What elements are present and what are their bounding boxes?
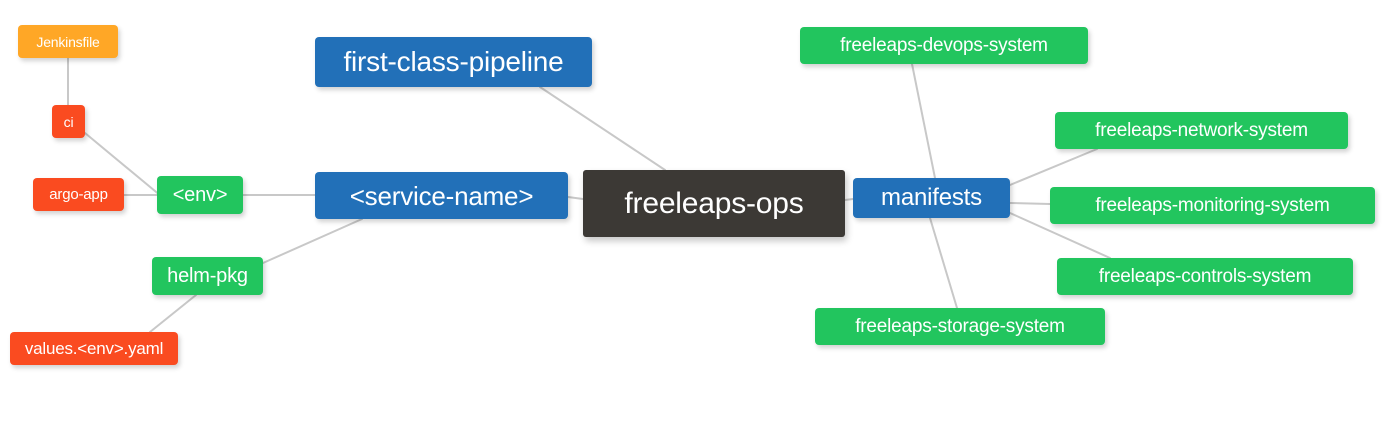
node-manifests[interactable]: manifests <box>853 178 1010 218</box>
node-argo-app[interactable]: argo-app <box>33 178 124 211</box>
node-env[interactable]: <env> <box>157 176 243 214</box>
edge-manifests-to-devops-system <box>911 63 936 179</box>
node-label-helm-pkg: helm-pkg <box>167 265 248 287</box>
node-label-storage-system: freeleaps-storage-system <box>855 316 1065 337</box>
node-label-jenkinsfile: Jenkinsfile <box>36 33 100 50</box>
node-network-system[interactable]: freeleaps-network-system <box>1055 112 1348 149</box>
node-first-class-pipeline[interactable]: first-class-pipeline <box>315 37 592 87</box>
node-label-service-name: <service-name> <box>349 180 534 211</box>
node-storage-system[interactable]: freeleaps-storage-system <box>815 308 1105 345</box>
edge-manifests-to-network-system <box>1009 148 1098 186</box>
node-devops-system[interactable]: freeleaps-devops-system <box>800 27 1088 64</box>
node-label-env: <env> <box>172 184 228 206</box>
node-jenkinsfile[interactable]: Jenkinsfile <box>18 25 118 58</box>
edge-manifests-to-monitoring-system <box>1009 202 1051 205</box>
edge-values-yaml-to-helm-pkg <box>149 294 197 333</box>
node-label-freeleaps-ops: freeleaps-ops <box>624 186 804 220</box>
edge-helm-pkg-to-service-name <box>262 218 363 264</box>
node-label-values-yaml: values.<env>.yaml <box>24 339 164 358</box>
edge-service-name-to-freeleaps-ops <box>567 196 584 200</box>
node-label-ci: ci <box>63 113 74 130</box>
node-label-devops-system: freeleaps-devops-system <box>840 35 1048 56</box>
node-label-controls-system: freeleaps-controls-system <box>1098 266 1312 287</box>
node-label-manifests: manifests <box>881 184 982 211</box>
edge-first-class-pipeline-to-freeleaps-ops <box>539 86 666 171</box>
node-label-argo-app: argo-app <box>49 186 108 203</box>
node-helm-pkg[interactable]: helm-pkg <box>152 257 263 295</box>
node-values-yaml[interactable]: values.<env>.yaml <box>10 332 178 365</box>
node-ci[interactable]: ci <box>52 105 85 138</box>
edge-freeleaps-ops-to-manifests <box>844 198 854 201</box>
node-label-monitoring-system: freeleaps-monitoring-system <box>1095 195 1330 216</box>
node-freeleaps-ops[interactable]: freeleaps-ops <box>583 170 845 237</box>
node-controls-system[interactable]: freeleaps-controls-system <box>1057 258 1353 295</box>
node-label-network-system: freeleaps-network-system <box>1095 120 1308 141</box>
edge-manifests-to-storage-system <box>929 217 958 309</box>
node-label-first-class-pipeline: first-class-pipeline <box>343 46 564 77</box>
node-monitoring-system[interactable]: freeleaps-monitoring-system <box>1050 187 1375 224</box>
node-service-name[interactable]: <service-name> <box>315 172 568 219</box>
